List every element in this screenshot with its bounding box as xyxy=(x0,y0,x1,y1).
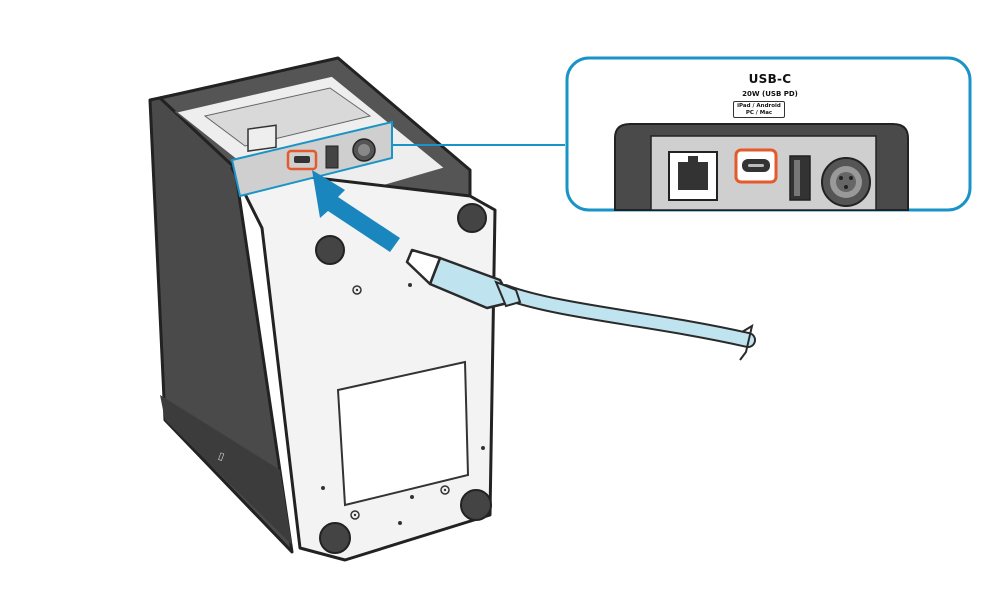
devices-line-2: PC / Mac xyxy=(745,110,773,116)
power-port-icon xyxy=(821,157,871,207)
callout-box xyxy=(565,56,972,212)
usb-pd-power-label: 20W (USB PD) xyxy=(742,90,798,98)
compatible-devices-badge: iPad / Android PC / Mac xyxy=(733,101,785,118)
lan-port-icon xyxy=(668,151,718,201)
usb-c-port-icon xyxy=(734,148,778,184)
usb-c-label: USB-C xyxy=(748,72,792,86)
svg-text:▭: ▭ xyxy=(214,450,228,463)
insert-arrow-icon xyxy=(312,170,400,252)
usb-c-cable-icon xyxy=(405,248,756,361)
devices-line-1: iPad / Android xyxy=(737,103,781,109)
usb-a-port-icon xyxy=(789,155,811,201)
printer-illustration: ▭ xyxy=(148,56,497,562)
